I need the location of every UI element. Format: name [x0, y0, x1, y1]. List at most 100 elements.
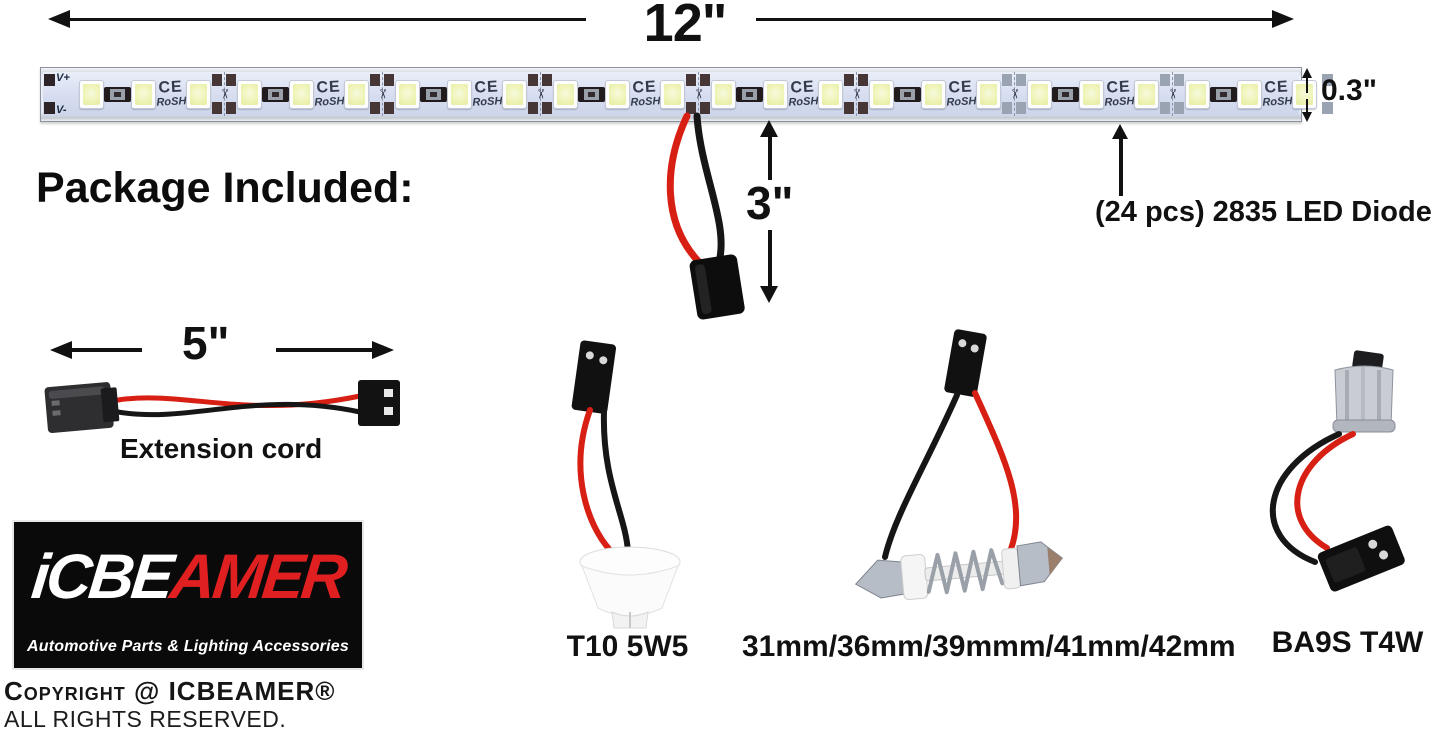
led-chip — [608, 83, 626, 105]
led-diode — [604, 79, 630, 109]
solder-pad — [369, 102, 380, 114]
resistor-code — [1219, 91, 1227, 97]
solder-pad — [225, 102, 236, 114]
arrow-right-5-icon — [372, 341, 394, 359]
rosh-mark: RoSH — [787, 95, 819, 109]
led-diode — [552, 79, 578, 109]
ce-mark: CE — [1105, 78, 1131, 97]
ce-mark: CE — [473, 78, 500, 97]
t10-bulb — [579, 546, 681, 629]
solder-pad — [1159, 102, 1170, 114]
solder-pad — [1015, 102, 1026, 114]
led-diode — [920, 79, 946, 109]
resistor — [104, 86, 131, 102]
cut-line — [697, 72, 699, 116]
ba9s-socket — [1332, 350, 1396, 433]
brand-wordmark-red: AMER — [166, 542, 348, 612]
solder-pad — [1159, 74, 1170, 86]
dimension-line-3-top — [768, 136, 772, 180]
led-diode — [288, 79, 314, 109]
cord-red-wire — [115, 393, 363, 409]
led-diode — [79, 79, 104, 109]
solder-pad — [1001, 74, 1012, 86]
t10-red-wire — [577, 407, 613, 553]
festoon-connector — [944, 329, 987, 397]
cut-line — [539, 72, 541, 116]
cut-line — [223, 72, 225, 116]
brand-wordmark-white: iCBE — [28, 542, 175, 612]
led-chip — [189, 83, 207, 105]
led-diode — [236, 79, 262, 109]
led-chip — [872, 83, 890, 105]
led-diode — [1026, 79, 1052, 109]
resistor — [893, 86, 921, 102]
solder-pad — [843, 74, 854, 86]
led-chip — [398, 83, 416, 105]
led-chip — [135, 83, 152, 105]
red-wire — [666, 112, 703, 266]
resistor — [261, 86, 289, 102]
rosh-mark: RoSH — [629, 95, 661, 109]
arrow-left-5-icon — [50, 341, 72, 359]
strip-terminal: V+V- — [43, 72, 79, 116]
solder-pad — [44, 102, 55, 114]
extension-cord-label: Extension cord — [120, 433, 323, 464]
led-chip — [766, 83, 784, 105]
cut-point: ✂ — [1159, 72, 1185, 116]
led-chip — [505, 83, 523, 105]
solder-pad — [541, 102, 552, 114]
rosh-mark: RoSH — [945, 95, 977, 109]
dimension-line-03-top — [1306, 78, 1308, 93]
ce-mark: CE — [631, 78, 658, 97]
cut-point: ✂ — [1001, 72, 1027, 116]
dimension-label-5: 5" — [182, 317, 230, 369]
resistor-code — [587, 91, 595, 97]
scissors-icon: ✂ — [374, 88, 390, 100]
solder-pad — [843, 102, 854, 114]
terminal-positive-label: V+ — [56, 72, 70, 84]
resistor — [735, 86, 763, 102]
solder-pad — [541, 74, 552, 86]
led-chip — [556, 83, 574, 105]
cut-point: ✂ — [527, 72, 553, 116]
led-diode — [975, 79, 1001, 109]
resistor — [1209, 86, 1237, 102]
led-chip — [1082, 83, 1100, 105]
led-chip — [1030, 83, 1048, 105]
arrow-down-icon — [760, 286, 778, 303]
scissors-icon: ✂ — [690, 88, 706, 100]
cut-line — [1013, 72, 1015, 116]
led-chip — [347, 83, 365, 105]
brand-logo: iCBEAMER Automotive Parts & Lighting Acc… — [12, 520, 364, 670]
rosh-mark: RoSH — [156, 95, 187, 109]
copyright-line1: Copyright @ ICBEAMER® — [4, 676, 336, 706]
led-diode — [131, 79, 156, 109]
plug-connector — [689, 254, 745, 320]
solder-pad — [857, 102, 868, 114]
led-diode — [659, 79, 685, 109]
page-title: Package Included: — [36, 164, 414, 212]
solder-pad — [211, 74, 222, 86]
solder-pad — [699, 102, 710, 114]
solder-pad — [699, 74, 710, 86]
festoon-adapter — [854, 329, 1063, 601]
dimension-label-03: 0.3" — [1321, 74, 1377, 107]
scissors-icon: ✂ — [1164, 88, 1180, 100]
solder-pad — [1173, 74, 1184, 86]
cut-point: ✂ — [369, 72, 395, 116]
t10-adapter — [571, 340, 681, 629]
solder-pad — [369, 74, 380, 86]
led-diode — [710, 79, 736, 109]
dimension-line-5-right — [276, 348, 374, 352]
rosh-mark: RoSH — [472, 95, 503, 109]
